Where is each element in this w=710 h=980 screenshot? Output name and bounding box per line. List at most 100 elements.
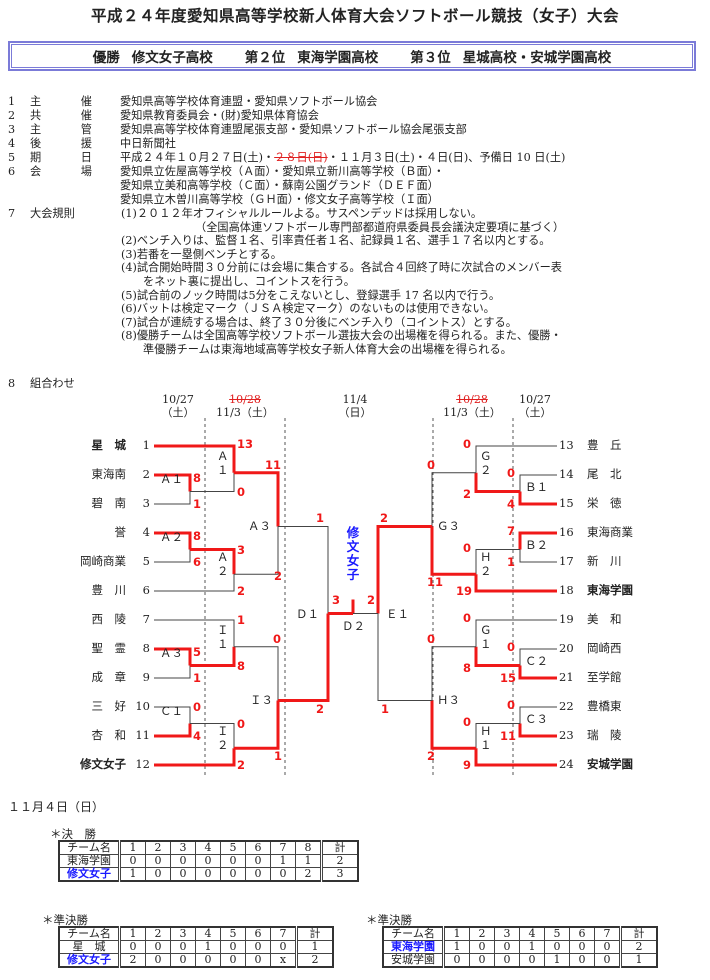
inning-header: 5	[220, 926, 246, 941]
inning-runs: 0	[443, 953, 470, 968]
game-label: Ｅ１	[386, 606, 409, 621]
game-label: Ｃ３	[525, 711, 548, 726]
game-score: 2	[463, 486, 472, 501]
game-score: 3	[332, 592, 341, 607]
inning-header: 4	[519, 926, 545, 941]
game-score: 0	[463, 611, 472, 625]
rule-item: (3)若番を一塁側ベンチとする。	[121, 247, 282, 261]
inning-runs: 2	[295, 867, 322, 882]
info-value: 平成２４年１０月２７日(土)・２８日(日)・１１月３日(土)・４日(日)、予備日…	[120, 151, 566, 164]
section-label: 組合わせ	[30, 377, 75, 390]
game-score: 0	[237, 716, 246, 731]
team-name: 東海学園	[587, 583, 633, 597]
game-label: Ｂ２	[525, 537, 548, 552]
bracket-line	[431, 646, 476, 701]
team-seed: 3	[142, 496, 150, 510]
result-value: 修文女子高校	[131, 50, 213, 66]
info-row: 愛知県立木曽川高等学校（ＧＨ面）・修文女子高等学校（Ｉ面）	[8, 193, 565, 207]
game-score: 2	[427, 749, 436, 764]
total-runs: 2	[619, 940, 658, 954]
bracket-line-win	[154, 723, 192, 738]
game-score: 0	[427, 457, 436, 472]
game-score: 0	[507, 698, 516, 712]
bracket-line	[519, 706, 557, 724]
game-score: 11	[427, 575, 444, 590]
inning-runs: 0	[270, 940, 297, 954]
rule-item: (6)バットは検定マーク（ＪＳＡ検定マーク）のないものは使用できない。	[121, 302, 495, 316]
game-score: 2	[237, 584, 246, 598]
game-label: Ｇ ２	[480, 448, 492, 477]
inning-runs: 0	[220, 867, 246, 882]
rule-item: (2)ベンチ入りは、監督１名、引率責任者１名、記録員１名、選手１７名以内とする。	[121, 234, 551, 248]
inning-header: 1	[119, 840, 146, 855]
column-header-finals: 11/4 （日）	[325, 393, 385, 419]
inning-runs: 0	[170, 867, 196, 882]
inning-header: 6	[569, 926, 595, 941]
team-seed: 20	[559, 641, 574, 655]
inning-runs: 0	[220, 940, 246, 954]
inning-runs: 0	[469, 940, 495, 954]
game-score: 1	[274, 749, 283, 764]
bracket-line-win	[154, 531, 192, 550]
team-seed: 14	[559, 467, 574, 481]
team-name: 聖 霊	[91, 641, 127, 655]
game-score: 0	[193, 700, 202, 714]
bracket-line-win	[474, 472, 520, 493]
inning-header: 8	[295, 840, 322, 855]
team-name: 豊橋東	[587, 699, 622, 713]
game-score: 1	[381, 701, 390, 716]
game-score: 15	[500, 671, 517, 685]
column-day: （土）	[518, 406, 552, 419]
champion-label: 修 文 女 子	[346, 525, 360, 582]
game-score: 0	[273, 631, 282, 646]
bracket-line	[519, 549, 557, 563]
inning-runs: 0	[494, 953, 520, 968]
game-score: 2	[237, 758, 246, 772]
column-header-round2-left: 10/28 11/3（土）	[210, 393, 280, 419]
inning-runs: 0	[519, 953, 545, 968]
team-seed: 19	[559, 612, 574, 626]
column-date-cancelled: 10/28	[229, 393, 261, 406]
team-name: 岡崎西	[587, 641, 622, 655]
team-seed: 7	[142, 612, 150, 626]
team-seed: 2	[142, 467, 150, 481]
bracket-line-win	[518, 665, 557, 680]
info-value: 中日新聞社	[120, 137, 176, 150]
team-name: 至学館	[587, 670, 622, 684]
team-name: 瑞 陵	[587, 728, 622, 742]
final-title: ＊決 勝	[50, 827, 96, 841]
team-seed: 12	[135, 757, 150, 771]
bracket-line-win	[474, 646, 520, 667]
game-score: 3	[237, 542, 246, 557]
bracket-line-win	[234, 700, 280, 750]
inning-runs: 0	[270, 867, 296, 882]
info-num: 4	[8, 137, 16, 150]
game-score: 0	[463, 540, 472, 555]
info-num: 2	[8, 109, 16, 122]
bracket-line	[154, 619, 235, 647]
bracket-line-win	[430, 526, 476, 576]
game-score: 0	[507, 466, 516, 480]
game-label: Ｃ１	[160, 703, 183, 718]
inning-runs: 0	[145, 953, 171, 968]
team-seed: 15	[559, 496, 574, 510]
game-score: 2	[380, 510, 389, 525]
bracket-line-win	[234, 471, 280, 527]
inning-header: 7	[594, 926, 621, 941]
team-seed: 16	[559, 525, 574, 539]
total-header: 計	[619, 926, 658, 941]
bracket-line-win	[154, 444, 236, 473]
inning-runs: 0	[245, 867, 271, 882]
bracket-line	[278, 526, 329, 614]
team-column-header: チーム名	[58, 840, 121, 855]
inning-header: 2	[145, 840, 171, 855]
bracket-line-win	[518, 531, 557, 550]
inning-runs: 0	[119, 940, 146, 954]
